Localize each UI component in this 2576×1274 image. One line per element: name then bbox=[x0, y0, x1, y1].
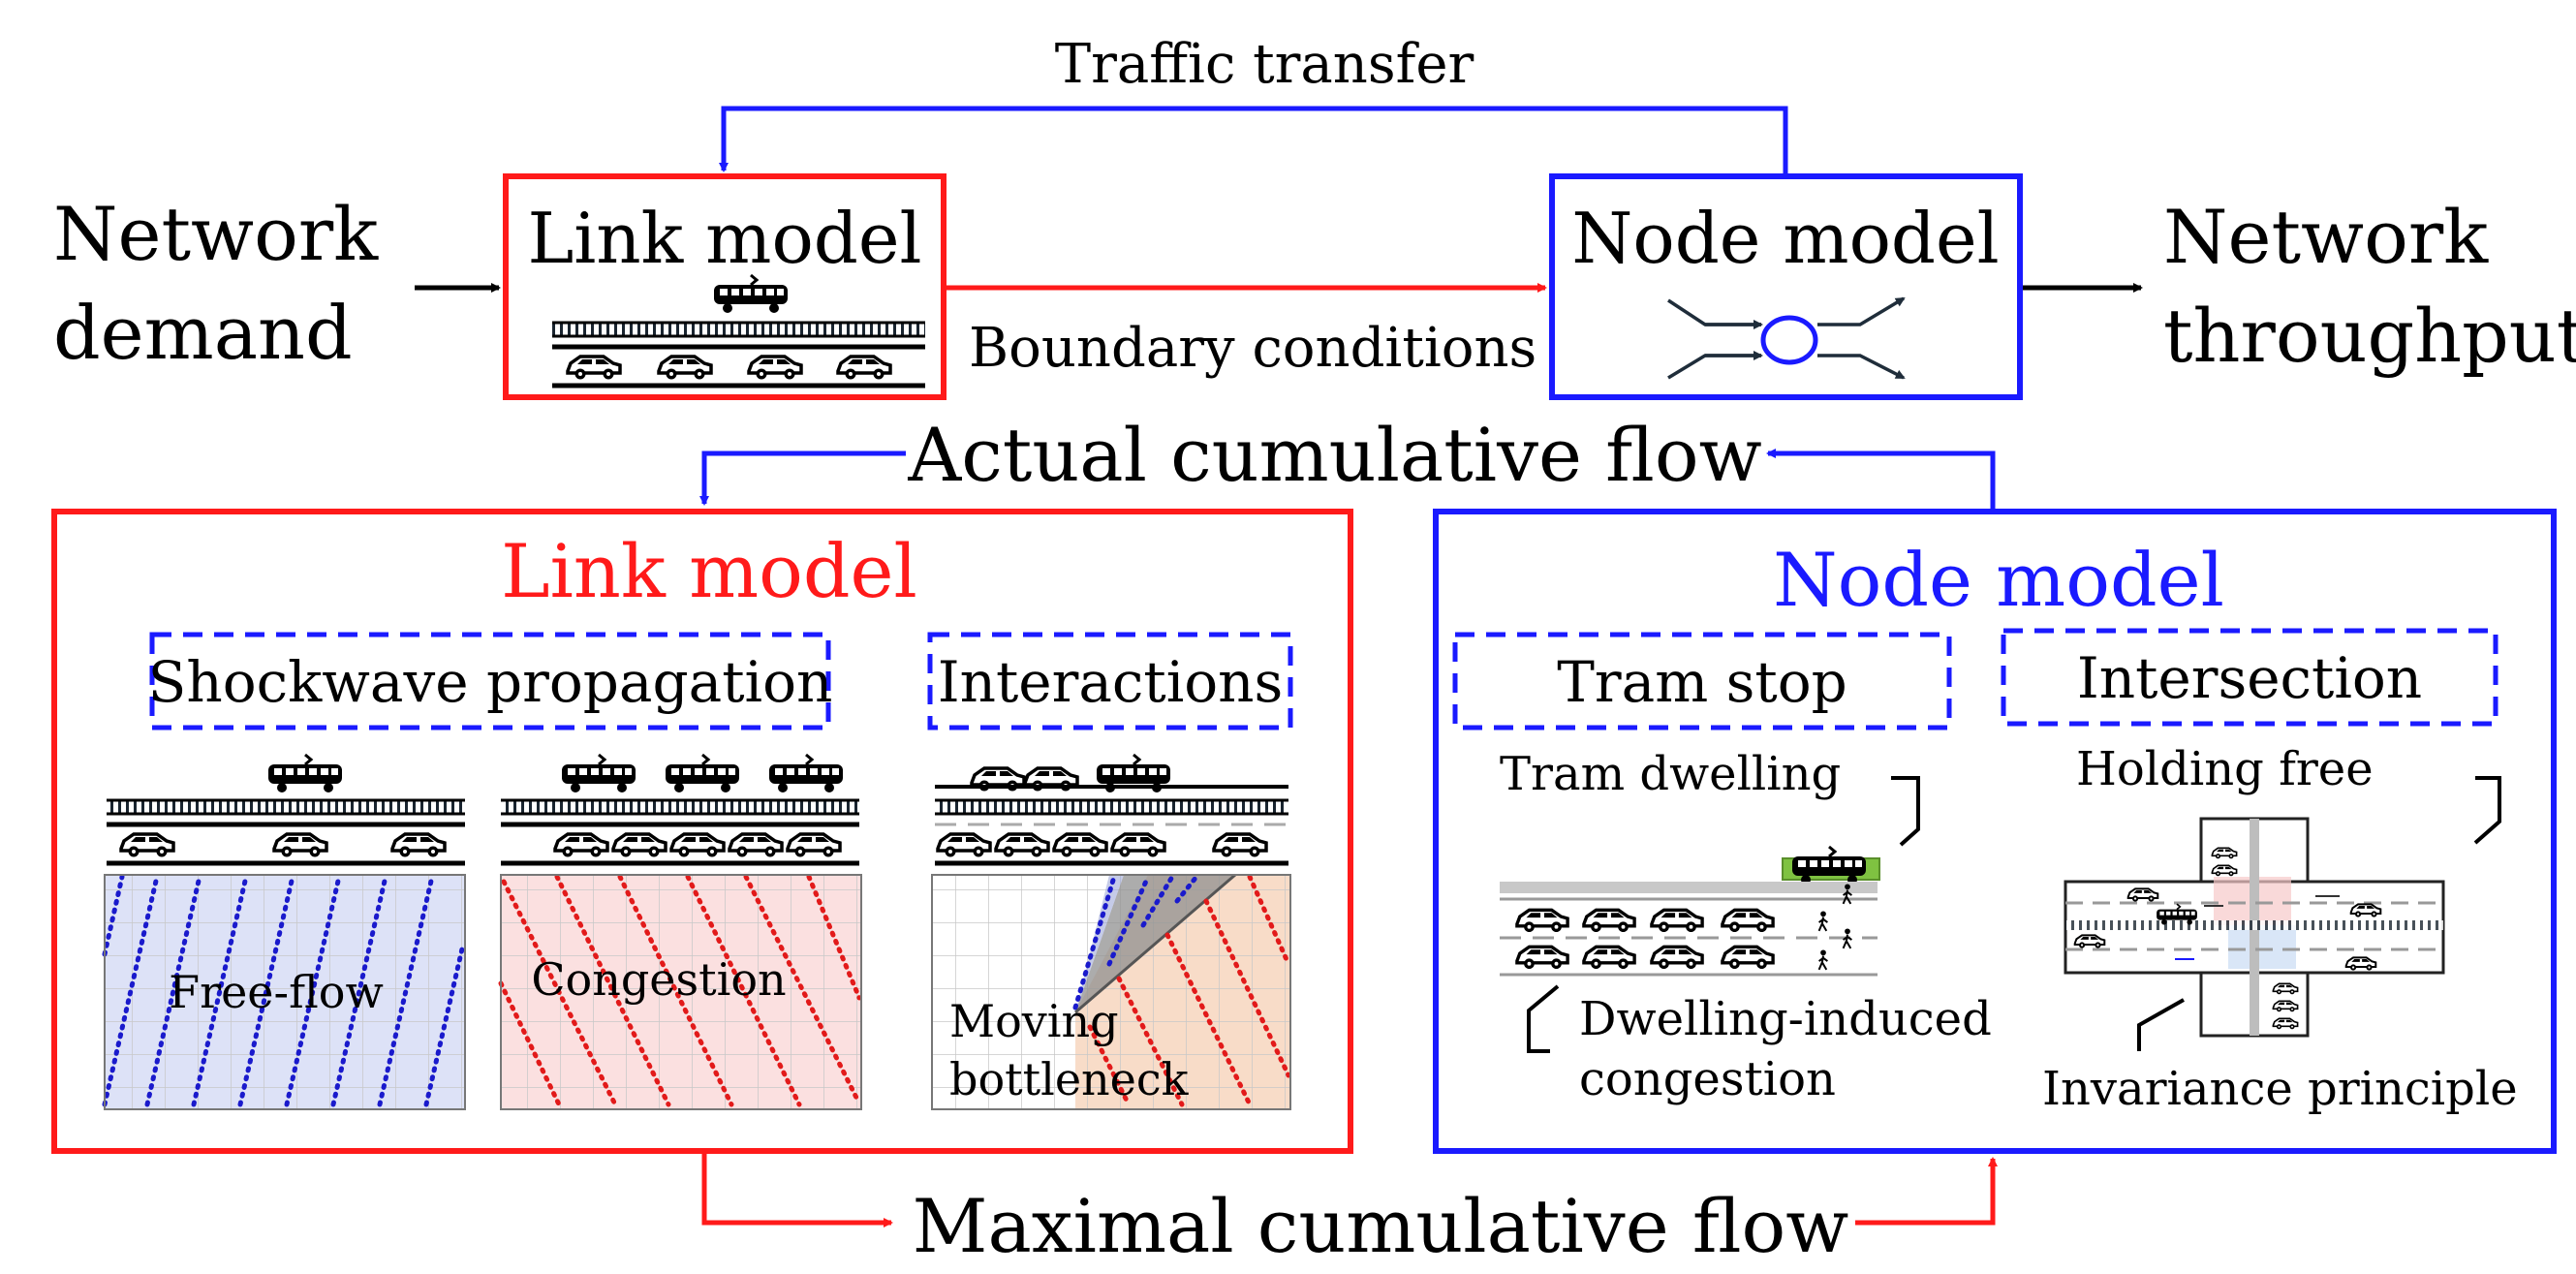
dwelling-congestion-line2: congestion bbox=[1579, 1052, 1836, 1106]
holding-free-label: Holding free bbox=[2076, 742, 2374, 796]
maximal-flow-label: Maximal cumulative flow bbox=[913, 1183, 1849, 1269]
top-row: Network demand Link model Boundary condi… bbox=[53, 33, 2576, 400]
tram-stop-scene bbox=[1500, 845, 1880, 977]
node-panel: Node model Tram stop Intersection Tram d… bbox=[1433, 509, 2557, 1154]
dwelling-congestion-line1: Dwelling-induced bbox=[1579, 992, 1992, 1046]
junction-icon bbox=[1667, 296, 1906, 380]
top-link-title: Link model bbox=[527, 198, 921, 279]
traffic-transfer-arrow bbox=[719, 106, 1788, 176]
intersection-scene bbox=[2064, 817, 2445, 1038]
link-panel-title: Link model bbox=[501, 528, 917, 614]
intersection-box bbox=[2001, 628, 2498, 727]
road-freeflow bbox=[107, 753, 465, 866]
node-panel-title: Node model bbox=[1773, 537, 2224, 623]
maximal-flow: Maximal cumulative flow bbox=[701, 1151, 1998, 1269]
actual-flow-label: Actual cumulative flow bbox=[907, 412, 1761, 498]
interactions-box bbox=[927, 632, 1293, 730]
network-throughput-line1: Network bbox=[2163, 194, 2489, 280]
top-node-title: Node model bbox=[1571, 198, 1999, 279]
plot-freeflow: Free-flow bbox=[102, 874, 466, 1110]
network-demand-line1: Network bbox=[53, 191, 379, 277]
actual-flow: Actual cumulative flow bbox=[699, 412, 1996, 510]
network-throughput-line2: throughput bbox=[2163, 293, 2576, 379]
boundary-label: Boundary conditions bbox=[969, 317, 1536, 380]
tram-stop-box bbox=[1452, 632, 1952, 730]
interactions-label: Interactions bbox=[938, 649, 1284, 715]
tram-stop-label: Tram stop bbox=[1557, 649, 1847, 715]
invariance-label: Invariance principle bbox=[2042, 1062, 2518, 1116]
tram-dwelling-label: Tram dwelling bbox=[1500, 747, 1841, 801]
moving-label-line1: Moving bbox=[949, 995, 1119, 1047]
intersection-label: Intersection bbox=[2077, 645, 2422, 711]
traffic-transfer-label: Traffic transfer bbox=[1055, 33, 1474, 96]
congestion-label: Congestion bbox=[531, 953, 786, 1006]
freeflow-label: Free-flow bbox=[169, 966, 384, 1018]
plot-moving-bottleneck: Moving bottleneck bbox=[931, 873, 1291, 1110]
shockwave-label: Shockwave propagation bbox=[148, 649, 833, 715]
road-interaction bbox=[935, 753, 1288, 866]
link-panel: Link model Shockwave propagation Interac… bbox=[51, 509, 1353, 1154]
shockwave-box bbox=[149, 632, 831, 730]
network-demand-line2: demand bbox=[53, 290, 353, 376]
moving-label-line2: bottleneck bbox=[949, 1053, 1190, 1105]
road-congestion bbox=[501, 753, 859, 866]
top-link-road bbox=[552, 273, 925, 388]
plot-congestion: Congestion bbox=[498, 874, 862, 1110]
